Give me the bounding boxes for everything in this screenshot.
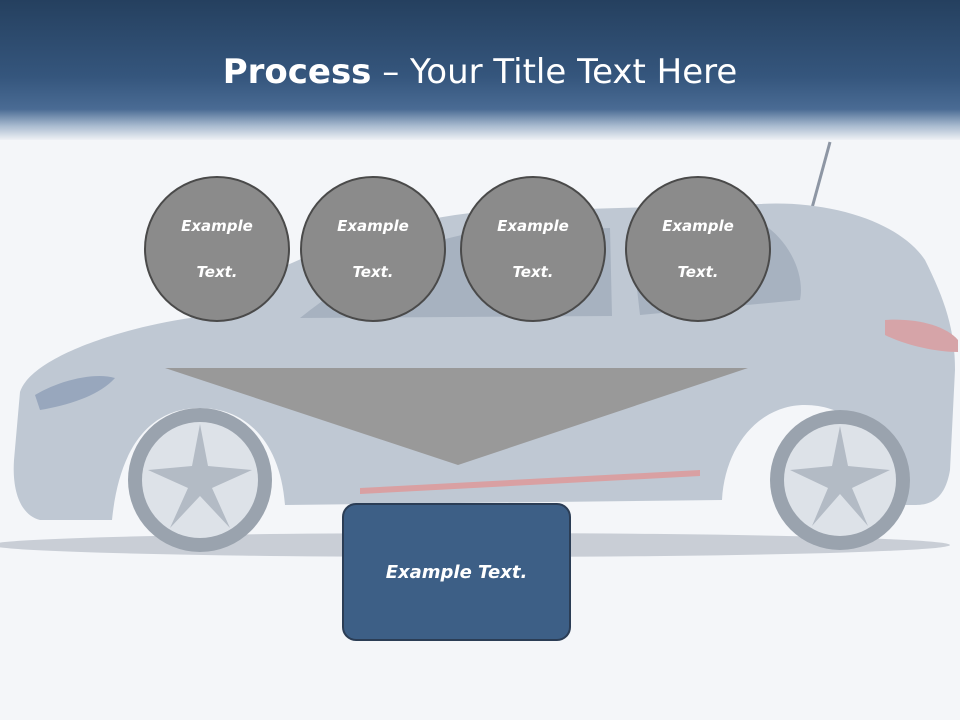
title-banner: Process – Your Title Text Here xyxy=(0,0,960,140)
car-tail-light xyxy=(885,319,958,352)
step-2-line-1: Example xyxy=(337,216,409,235)
title-bold-part: Process xyxy=(222,52,372,92)
result-box-label: Example Text. xyxy=(385,561,528,583)
car-side-stripe xyxy=(360,470,700,494)
step-3-line-2: Text. xyxy=(512,262,554,281)
title-rest-part: – Your Title Text Here xyxy=(371,52,738,92)
step-2-line-2: Text. xyxy=(352,262,394,281)
car-rear-wheel xyxy=(770,410,910,550)
step-1-line-1: Example xyxy=(181,216,253,235)
car-antenna xyxy=(810,141,832,209)
result-box: Example Text. xyxy=(342,503,571,641)
slide-title: Process – Your Title Text Here xyxy=(0,52,960,92)
step-1-line-2: Text. xyxy=(196,262,238,281)
car-headlight xyxy=(35,375,115,410)
step-3-line-1: Example xyxy=(497,216,569,235)
car-front-wheel xyxy=(128,408,272,552)
step-4-line-2: Text. xyxy=(677,262,719,281)
step-4-line-1: Example xyxy=(662,216,734,235)
